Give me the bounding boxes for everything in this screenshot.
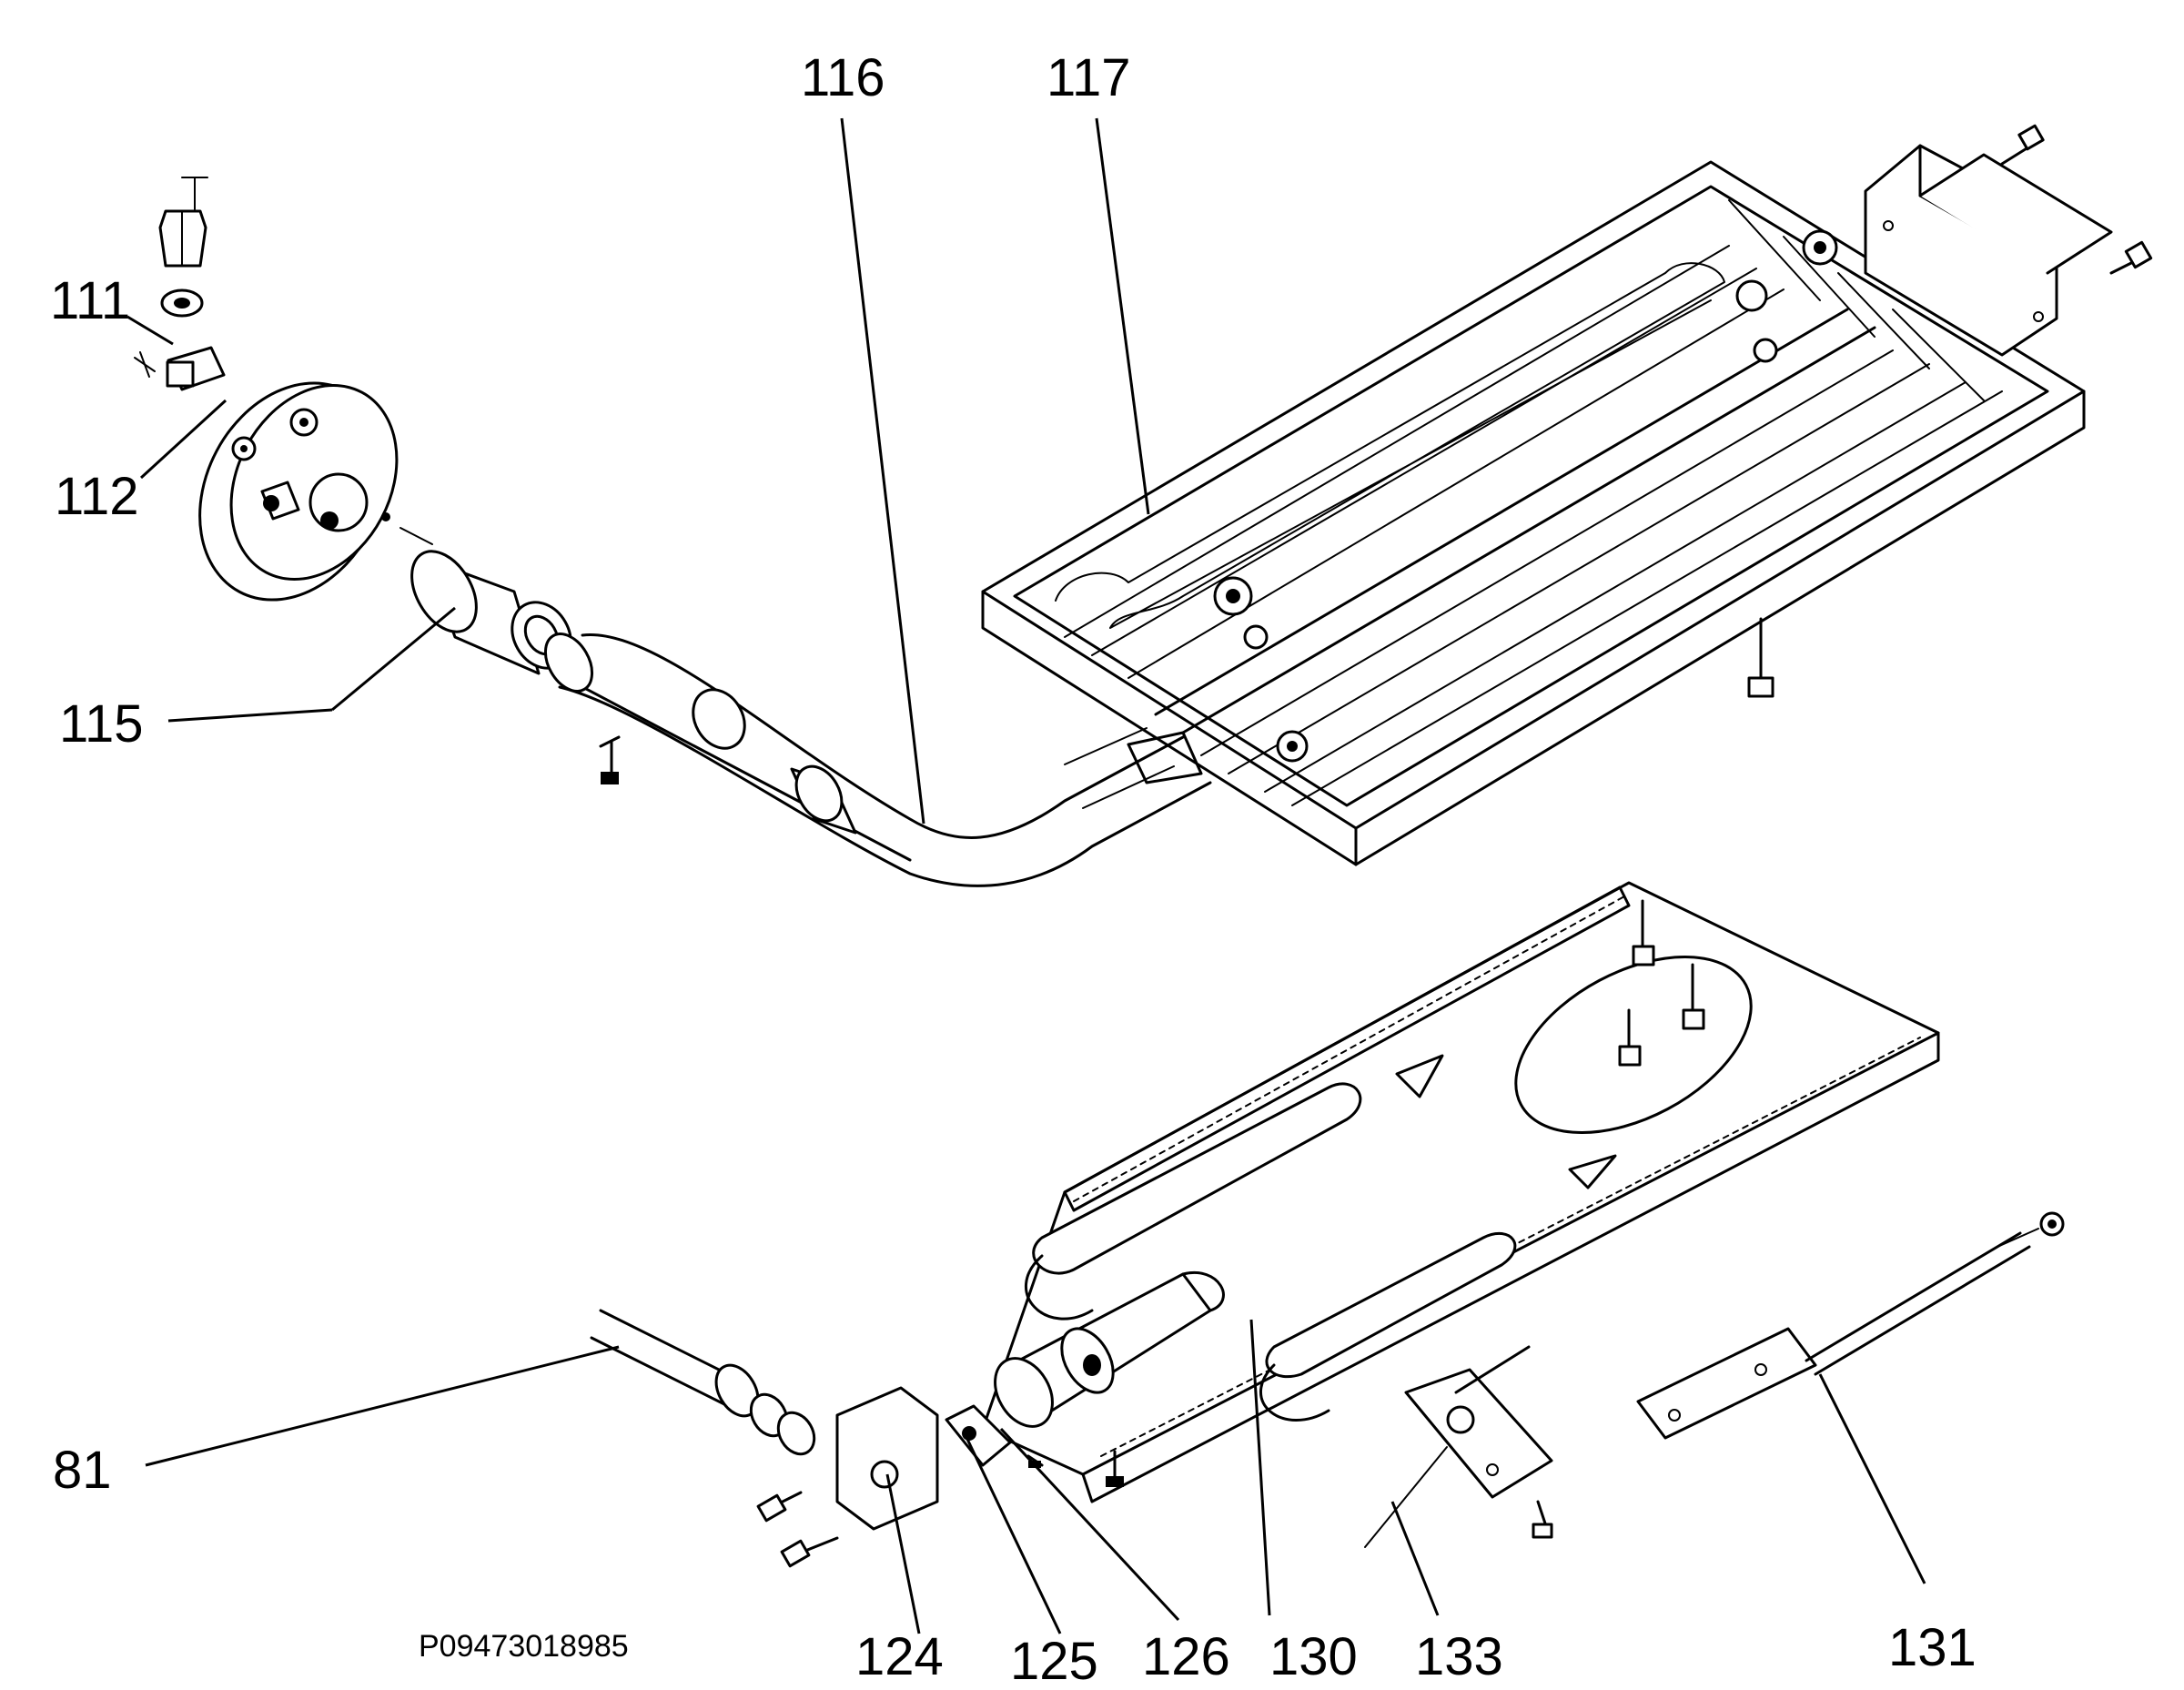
venturi-tube-115 <box>410 550 572 675</box>
label-125: 125 <box>1010 1632 1098 1690</box>
leader-lines <box>126 117 1926 1634</box>
mounting-bracket-top <box>1864 124 2153 357</box>
burner-tray-117 <box>981 160 2086 866</box>
igniter-133 <box>1364 1345 1553 1548</box>
orifice-fittings <box>756 1386 1124 1568</box>
electrode-bracket-131 <box>1636 1211 2065 1440</box>
label-126: 126 <box>1142 1627 1230 1686</box>
label-115: 115 <box>59 694 143 754</box>
document-code: P09473018985 <box>419 1629 629 1664</box>
label-131: 131 <box>1888 1618 1977 1677</box>
gas-supply-line-81 <box>590 1309 816 1456</box>
label-81: 81 <box>53 1441 112 1500</box>
lower-burner-tube <box>994 1270 1225 1428</box>
label-124: 124 <box>855 1627 944 1686</box>
label-111: 111 <box>50 271 130 330</box>
label-117: 117 <box>1046 48 1130 107</box>
lower-burner-130 <box>981 881 1940 1503</box>
label-130: 130 <box>1269 1627 1358 1686</box>
label-112: 112 <box>55 467 138 526</box>
label-133: 133 <box>1415 1627 1503 1686</box>
regulator-housing <box>198 381 433 602</box>
screw-left <box>599 735 621 784</box>
fitting-111 <box>134 177 226 391</box>
burner-tube-116 <box>543 632 1212 887</box>
label-116: 116 <box>801 48 885 107</box>
